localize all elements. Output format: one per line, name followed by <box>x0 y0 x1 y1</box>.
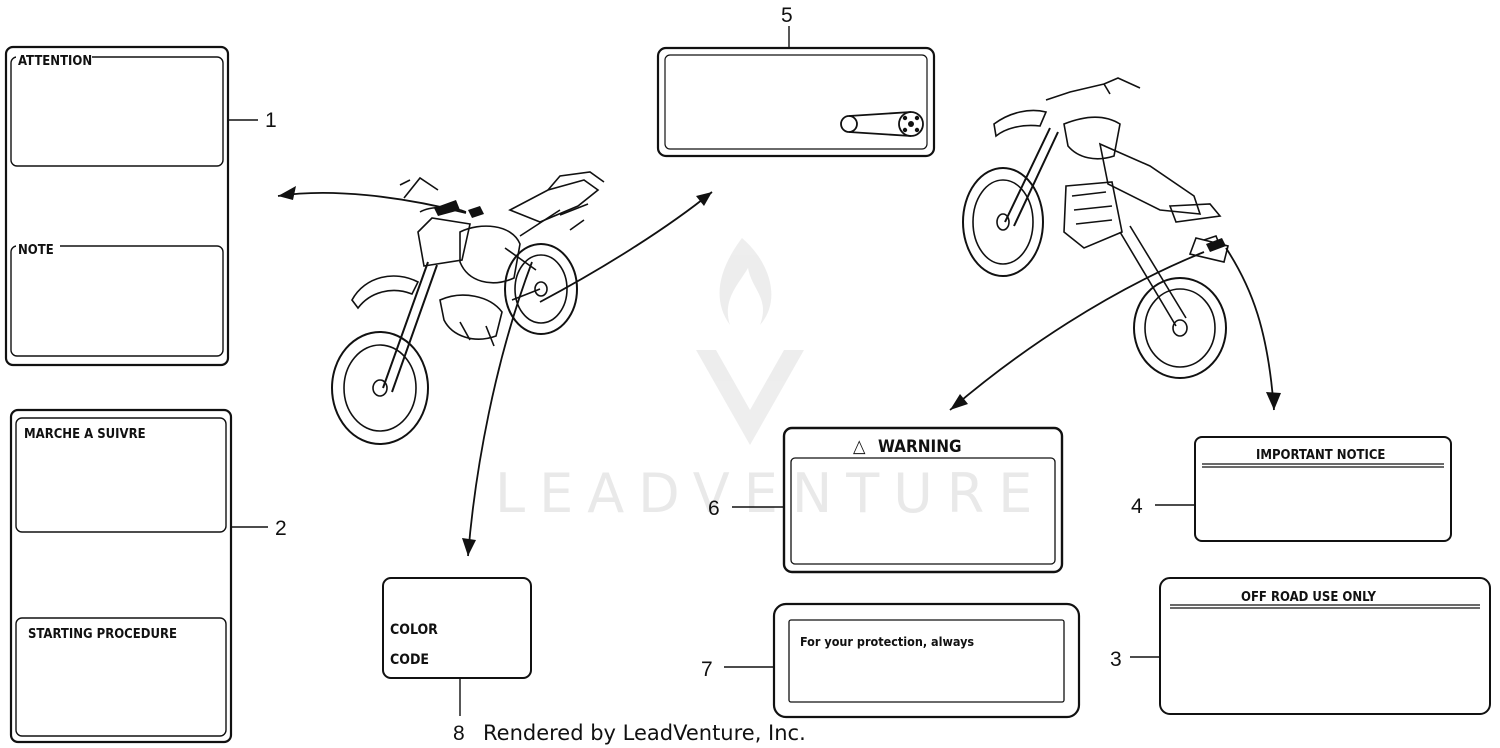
label-8-line-1: COLOR <box>390 622 438 638</box>
leadventure-logo <box>696 238 804 445</box>
chain-icon <box>840 111 924 137</box>
warning-triangle-icon: △ <box>853 436 866 457</box>
label-5[interactable]: 5 <box>656 4 936 158</box>
motorcycle-left-view <box>331 171 605 445</box>
callout-1: 1 <box>265 109 277 132</box>
decal-markers <box>434 200 1226 252</box>
label-8[interactable]: COLOR CODE 8 <box>382 577 532 745</box>
arrowheads <box>278 186 1281 556</box>
callout-6: 6 <box>708 497 720 520</box>
label-4-heading: IMPORTANT NOTICE <box>1256 448 1385 463</box>
footer-credit: Rendered by LeadVenture, Inc. <box>483 721 806 745</box>
label-7-text: For your protection, always <box>800 634 974 649</box>
label-2[interactable]: MARCHE A SUIVRE STARTING PROCEDURE 2 <box>9 408 287 744</box>
label-6-heading: WARNING <box>878 437 962 457</box>
label-3-heading: OFF ROAD USE ONLY <box>1241 590 1377 605</box>
label-7[interactable]: For your protection, always 7 <box>701 602 1081 719</box>
label-1-heading-top: ATTENTION <box>18 54 92 69</box>
callout-4: 4 <box>1131 495 1143 518</box>
label-6[interactable]: △ WARNING 6 <box>708 426 1064 574</box>
callout-8: 8 <box>453 722 465 745</box>
motorcycle-right-view <box>962 77 1229 379</box>
label-1-heading-bottom: NOTE <box>18 243 54 258</box>
label-2-heading-bottom: STARTING PROCEDURE <box>28 627 177 642</box>
label-3[interactable]: OFF ROAD USE ONLY 3 <box>1110 577 1491 715</box>
callout-3: 3 <box>1110 648 1122 671</box>
label-8-line-2: CODE <box>390 652 429 668</box>
label-4[interactable]: IMPORTANT NOTICE 4 <box>1131 436 1452 542</box>
label-2-heading-top: MARCHE A SUIVRE <box>24 427 146 442</box>
leader-arrows <box>277 191 1275 557</box>
callout-2: 2 <box>275 517 287 540</box>
watermark-text: LEADVENTURE <box>495 462 1046 525</box>
callout-7: 7 <box>701 658 713 681</box>
label-1[interactable]: ATTENTION NOTE 1 <box>4 45 277 367</box>
callout-5: 5 <box>781 4 793 27</box>
